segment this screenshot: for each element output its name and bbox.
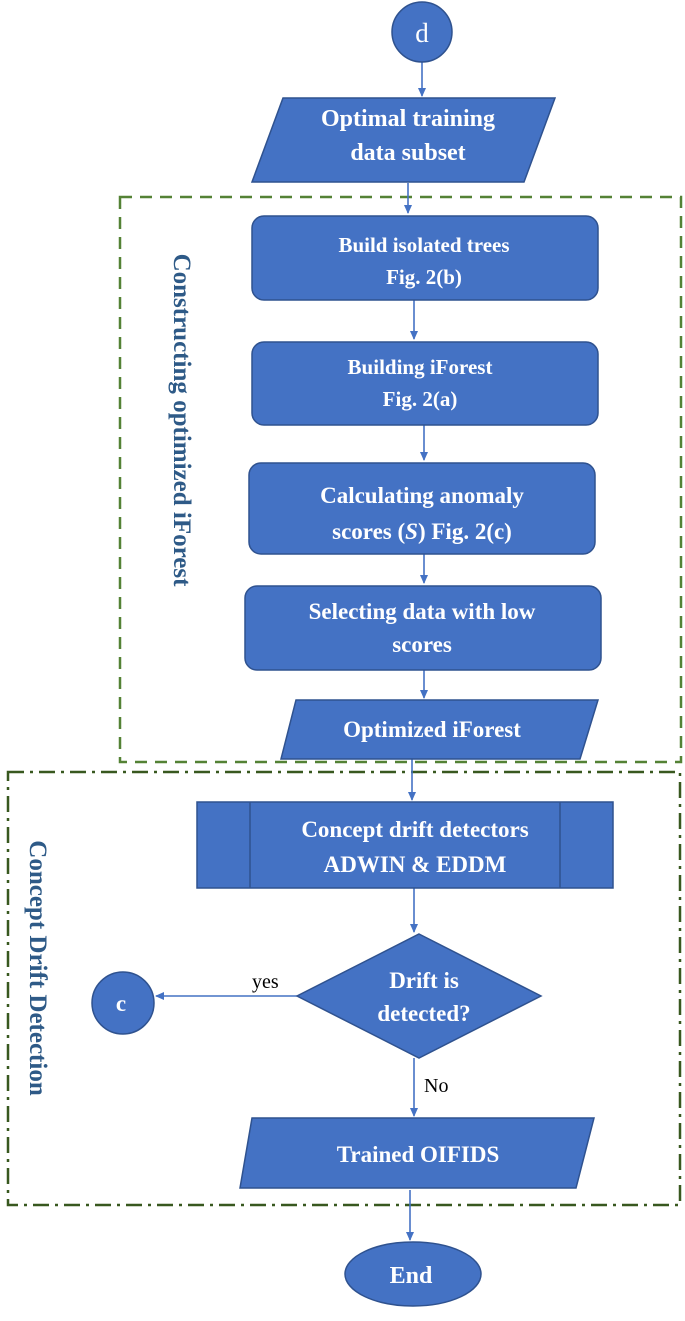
- drift-decision-line1: Drift is: [389, 968, 459, 993]
- calculating-scores-node: Calculating anomaly scores (S) Fig. 2(c): [248, 462, 596, 555]
- drift-detectors-line2: ADWIN & EDDM: [324, 852, 507, 877]
- calc-scores-line2: scores (S) Fig. 2(c): [332, 519, 512, 544]
- svg-text:d: d: [415, 18, 429, 48]
- select-low-line1: Selecting data with low: [309, 599, 536, 624]
- building-iforest-line1: Building iForest: [348, 355, 493, 379]
- build-trees-line1: Build isolated trees: [338, 233, 509, 257]
- drift-decision-line2: detected?: [377, 1001, 470, 1026]
- optimal-subset-line1: Optimal training: [321, 106, 495, 132]
- calc-scores-line1: Calculating anomaly: [320, 483, 524, 508]
- drift-group-box: [6, 770, 682, 1207]
- optimal-training-subset-node: Optimal training data subset: [250, 97, 557, 183]
- iforest-group-label: Constructing optimized iForest: [168, 254, 195, 588]
- end-node: End: [344, 1241, 482, 1307]
- drift-decision-node: Drift is detected?: [295, 933, 543, 1059]
- svg-text:Trained OIFIDS: Trained OIFIDS: [337, 1142, 500, 1167]
- building-iforest-line2: Fig. 2(a): [383, 387, 458, 411]
- drift-group-label: Concept Drift Detection: [24, 840, 51, 1096]
- svg-text:Optimized iForest: Optimized iForest: [343, 717, 521, 742]
- build-isolated-trees-node: Build isolated trees Fig. 2(b): [251, 215, 599, 301]
- trained-oifids-node: Trained OIFIDS: [239, 1117, 595, 1189]
- svg-text:End: End: [390, 1263, 433, 1289]
- no-label: No: [424, 1075, 448, 1097]
- select-low-line2: scores: [392, 632, 452, 657]
- building-iforest-node: Building iForest Fig. 2(a): [251, 341, 599, 426]
- iforest-group-box: [118, 195, 683, 764]
- drift-detectors-node: Concept drift detectors ADWIN & EDDM: [196, 801, 614, 889]
- optimal-subset-line2: data subset: [350, 140, 465, 166]
- selecting-low-scores-node: Selecting data with low scores: [244, 585, 602, 671]
- optimized-iforest-node: Optimized iForest: [280, 699, 600, 760]
- connectors: [155, 62, 428, 1241]
- drift-detectors-line1: Concept drift detectors: [301, 817, 528, 842]
- connector-c: c: [91, 971, 155, 1035]
- yes-label: yes: [252, 971, 279, 993]
- start-connector-d: d: [391, 1, 453, 63]
- svg-text:c: c: [116, 991, 126, 1016]
- build-trees-line2: Fig. 2(b): [386, 265, 462, 289]
